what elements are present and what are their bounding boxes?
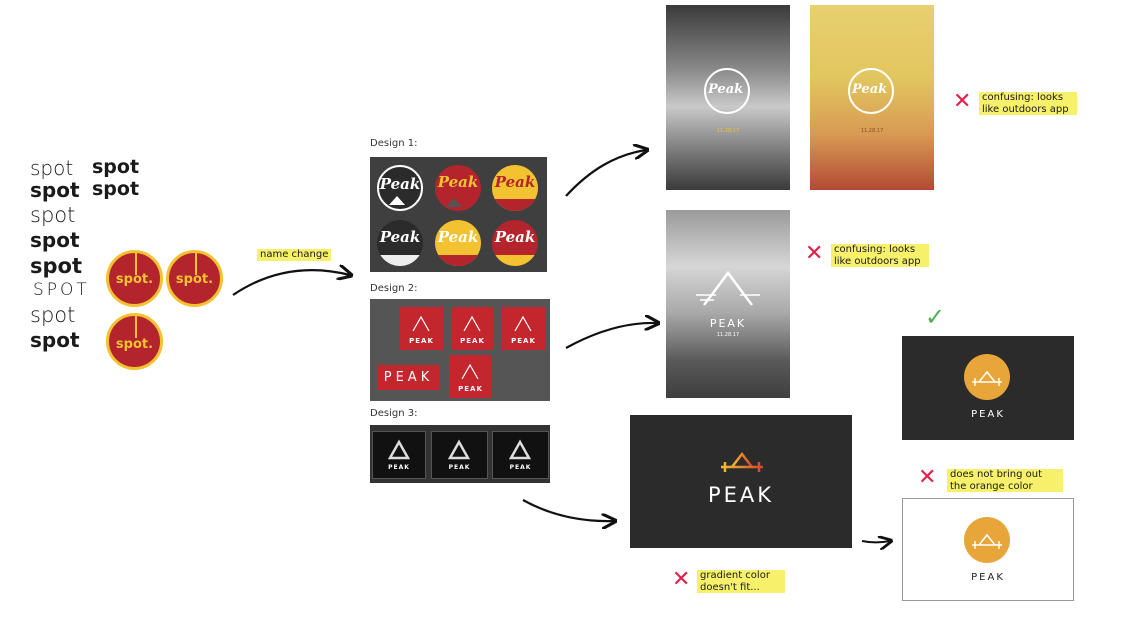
mountain-icon <box>463 315 481 332</box>
design3-panel: PEAK PEAK PEAK <box>370 425 550 483</box>
x-mark-icon: ✕ <box>918 465 937 490</box>
note-gradient: gradient color doesn't fit... <box>697 570 785 593</box>
peak-circle-red-2: Peak <box>492 220 538 266</box>
splash-grayscale-1: Peak 11.28.17 <box>666 5 790 190</box>
peak-red-square-2: PEAK <box>451 307 494 350</box>
mountain-icon <box>412 315 430 332</box>
mountain-icon <box>696 270 760 306</box>
splash-date: 11.28.17 <box>716 332 740 338</box>
mountain-icon <box>514 315 532 332</box>
dumbbell-icon <box>972 370 1002 386</box>
peak-red-square-3: PEAK <box>502 307 545 350</box>
x-mark-icon: ✕ <box>672 567 691 592</box>
arrow-icon <box>232 270 350 296</box>
peak-wordmark: PEAK <box>707 483 775 507</box>
spot-word-bold-3: spot <box>30 178 80 202</box>
note-confusing-2: confusing: looks like outdoors app <box>831 244 929 267</box>
arrow-icon <box>861 541 890 543</box>
peak-circle-black: Peak <box>377 165 423 211</box>
peak-black-tile-1: PEAK <box>372 431 426 479</box>
spot-word-light-1: spot <box>30 156 74 180</box>
peak-script-logo: Peak <box>708 82 744 97</box>
peak-black-tile-2: PEAK <box>431 431 488 479</box>
spot-badge-3: spot. <box>106 313 163 370</box>
peak-logo-gradient-card: PEAK <box>630 415 852 548</box>
spot-word-5: spot <box>30 203 76 227</box>
design2-panel: PEAK PEAK PEAK PEAK PEAK <box>370 299 550 401</box>
spot-word-caps: SPOT <box>33 280 90 300</box>
splash-gradient: Peak 11.28.17 <box>810 5 934 190</box>
peak-black-tile-3: PEAK <box>492 431 549 479</box>
spot-badge-text: spot. <box>115 272 154 287</box>
design1-label: Design 1: <box>370 138 418 149</box>
peak-logo-white-card: PEAK <box>902 498 1074 601</box>
spot-word-10: spot <box>30 328 80 352</box>
peak-red-wide: PEAK <box>377 365 440 390</box>
spot-badge-text: spot. <box>115 337 154 352</box>
spot-word-6: spot <box>30 228 80 252</box>
peak-circle-red: Peak <box>435 165 481 211</box>
arrow-icon <box>565 323 657 349</box>
peak-logo-dark-card: PEAK <box>902 336 1074 440</box>
name-change-label: name change <box>257 249 332 261</box>
spot-word-bold-4: spot <box>92 178 140 200</box>
peak-circle-yellow: Peak <box>492 165 538 211</box>
arrow-icon <box>522 499 614 521</box>
mountain-icon <box>461 363 479 380</box>
spot-word-bold-2: spot <box>92 156 140 178</box>
splash-date: 11.28.17 <box>860 128 884 134</box>
mountain-icon <box>508 439 532 460</box>
spot-badge-text: spot. <box>175 272 214 287</box>
peak-circle-dark: Peak <box>377 220 423 266</box>
design2-label: Design 2: <box>370 283 418 294</box>
x-mark-icon: ✕ <box>953 89 972 114</box>
splash-grayscale-2: PEAK 11.28.17 <box>666 210 790 398</box>
dumbbell-icon <box>972 533 1002 549</box>
peak-red-square-1: PEAK <box>400 307 443 350</box>
peak-script-logo: Peak <box>852 82 888 97</box>
peak-wordmark: PEAK <box>971 409 1005 420</box>
peak-wordmark: PEAK <box>971 572 1005 583</box>
dumbbell-icon <box>721 451 763 472</box>
spot-badge-1: spot. <box>106 250 163 307</box>
spot-word-7: spot <box>30 254 82 278</box>
note-orange: does not bring out the orange color <box>947 469 1063 492</box>
design1-panel: Peak Peak Peak Peak Peak Peak <box>370 157 547 272</box>
arrow-icon <box>565 150 646 197</box>
splash-date: 11.28.17 <box>716 128 740 134</box>
peak-wordmark: PEAK <box>709 317 747 330</box>
spot-badge-2: spot. <box>166 250 223 307</box>
mountain-icon <box>387 439 411 460</box>
design3-label: Design 3: <box>370 408 418 419</box>
x-mark-icon: ✕ <box>805 241 824 266</box>
note-confusing-1: confusing: looks like outdoors app <box>979 92 1077 115</box>
mountain-icon <box>447 439 471 460</box>
spot-word-9: spot <box>30 303 76 327</box>
checkmark-icon: ✓ <box>925 303 946 331</box>
peak-circle-yellow-2: Peak <box>435 220 481 266</box>
peak-red-square-4: PEAK <box>449 355 492 398</box>
